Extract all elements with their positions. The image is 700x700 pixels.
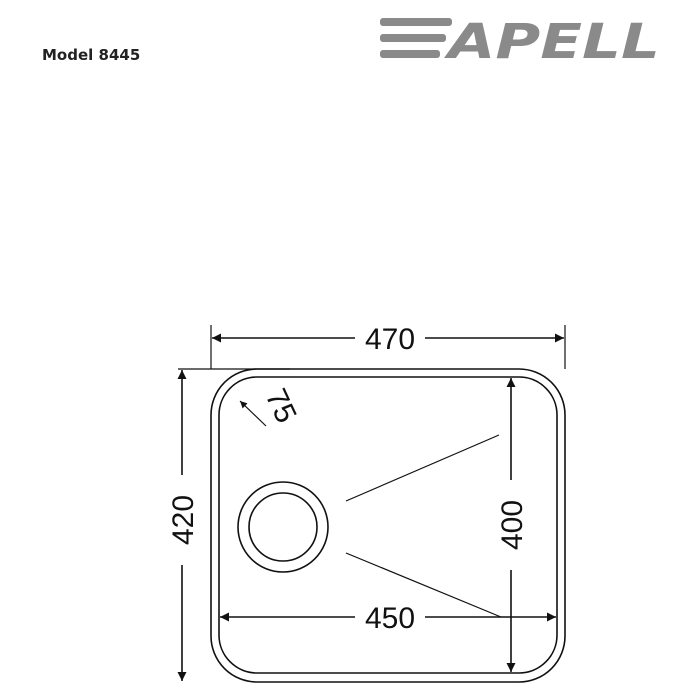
sink-inner-outline — [218, 376, 558, 674]
model-label: Model 8445 — [42, 46, 141, 64]
dim-450: 450 — [365, 602, 415, 635]
dim-75: 75 — [259, 384, 303, 428]
dim-400: 400 — [496, 500, 529, 550]
logo-text: APELL — [443, 14, 660, 70]
apell-logo: APELL — [380, 14, 660, 70]
radius-arrow — [239, 400, 267, 427]
slope-line-top — [345, 434, 500, 502]
dim-420: 420 — [167, 495, 200, 545]
drain-inner — [248, 492, 318, 562]
dim-470: 470 — [365, 323, 415, 356]
drain-outer — [237, 481, 329, 573]
sink-outer-outline — [210, 368, 566, 683]
slope-line-bottom — [345, 552, 502, 618]
